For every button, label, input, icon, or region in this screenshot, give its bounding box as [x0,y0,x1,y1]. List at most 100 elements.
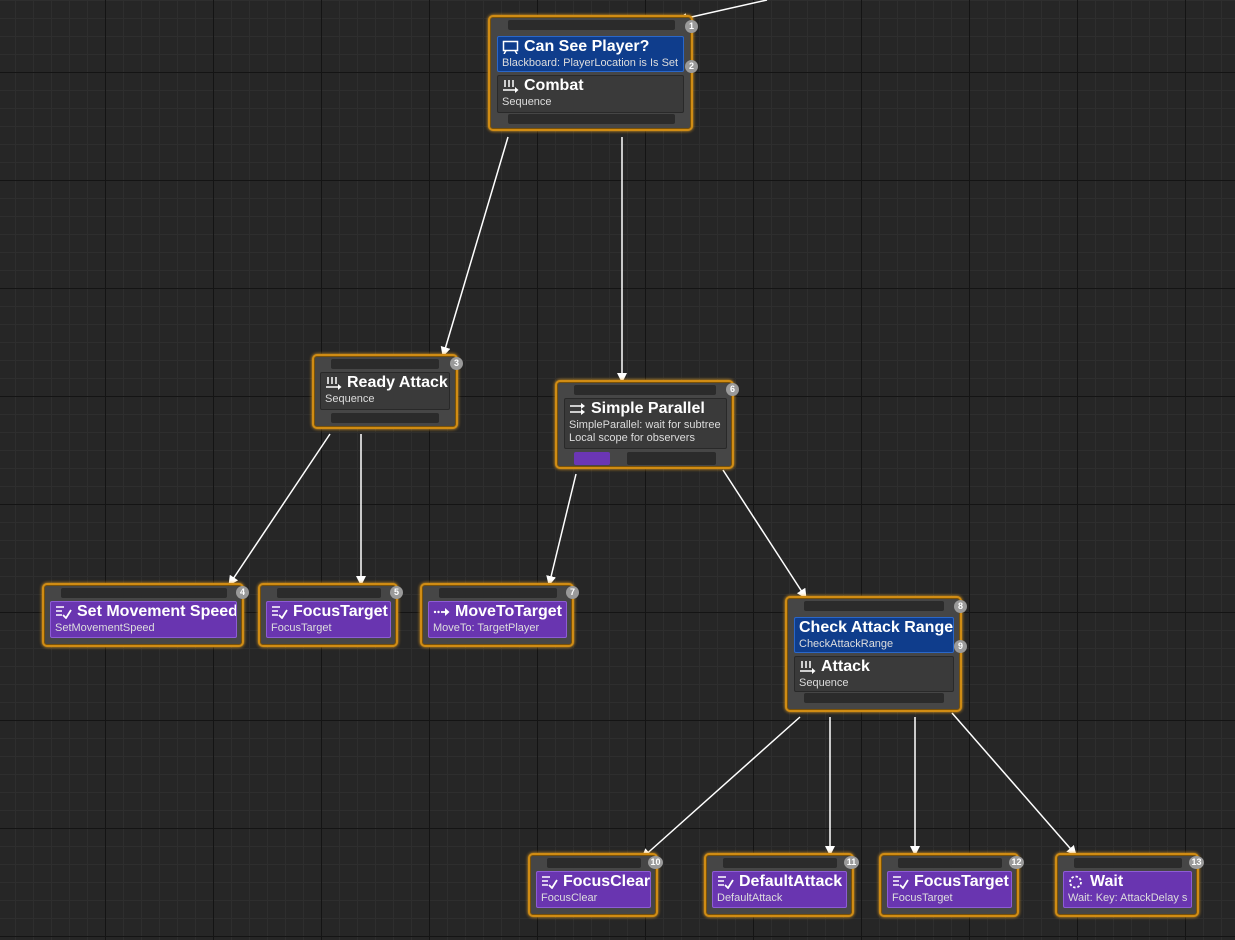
can-see-player-decorator[interactable]: Can See Player? Blackboard: PlayerLocati… [497,36,684,72]
decorator-title: Can See Player? [524,38,650,55]
node-description: SetMovementSpeed [55,622,155,634]
execution-order-badge: 10 [648,856,663,869]
input-pin[interactable] [331,359,439,369]
input-pin[interactable] [1074,858,1182,868]
edge-combat-ready-attack [440,136,509,357]
input-pin[interactable] [723,858,837,868]
ready-attack-sequence[interactable]: Ready Attack Sequence [320,372,450,410]
task-icon [272,606,288,619]
output-pin[interactable] [331,413,439,423]
node-type: Sequence [325,393,375,405]
combat-sequence[interactable]: Combat Sequence [497,75,684,113]
simple-parallel-composite[interactable]: Simple Parallel SimpleParallel: wait for… [564,398,727,449]
attack-node[interactable]: Check Attack Range CheckAttackRange Atta… [785,596,967,712]
output-pin[interactable] [804,693,944,703]
execution-order-badge: 8 [954,600,967,613]
task-icon [542,876,558,889]
main-task-output-pin[interactable] [574,452,610,465]
task-icon [893,876,909,889]
move-to-target-task[interactable]: MoveToTarget MoveTo: TargetPlayer [428,601,567,638]
node-title: Simple Parallel [591,400,705,417]
combat-node[interactable]: Can See Player? Blackboard: PlayerLocati… [488,15,698,131]
move-to-icon [433,608,450,616]
execution-order-badge: 5 [390,586,403,599]
node-title: FocusTarget [914,873,1009,890]
decorator-description: Blackboard: PlayerLocation is Is Set [502,57,679,69]
execution-order-badge: 4 [236,586,249,599]
input-pin[interactable] [898,858,1002,868]
node-description-line2: Local scope for observers [569,432,695,444]
focus-target-task[interactable]: FocusTarget FocusTarget [887,871,1012,908]
execution-order-badge: 2 [685,60,698,73]
node-description: FocusClear [541,892,598,904]
wait-icon [1069,875,1082,889]
simple-parallel-node[interactable]: Simple Parallel SimpleParallel: wait for… [555,380,739,469]
sequence-icon [326,377,342,390]
execution-order-badge: 13 [1189,856,1204,869]
execution-order-badge: 9 [954,640,967,653]
focus-clear-task[interactable]: FocusClear FocusClear [536,871,651,908]
edge-parallel-attack [722,469,807,599]
execution-order-badge: 11 [844,856,859,869]
node-title: Attack [821,658,870,675]
node-title: FocusTarget [293,603,388,620]
node-title: FocusClear [563,873,651,890]
focus-target-node[interactable]: FocusTarget FocusTarget 5 [258,583,403,647]
input-pin[interactable] [508,20,675,30]
node-type: Sequence [799,677,849,689]
sequence-icon [503,80,519,93]
wait-node[interactable]: Wait Wait: Key: AttackDelay s 13 [1055,853,1204,917]
blackboard-icon [502,40,519,54]
node-title: Ready Attack [347,374,448,391]
task-icon [56,606,72,619]
background-output-pin[interactable] [627,452,716,465]
move-to-target-node[interactable]: MoveToTarget MoveTo: TargetPlayer 7 [420,583,579,647]
parallel-icon [570,403,585,415]
edge-ready-set-speed [228,433,331,586]
check-attack-range-decorator[interactable]: Check Attack Range CheckAttackRange [794,617,954,653]
edge-attack-wait [951,712,1077,856]
input-pin[interactable] [804,601,944,611]
node-description: FocusTarget [271,622,332,634]
node-title: MoveToTarget [455,603,562,620]
input-pin[interactable] [277,588,381,598]
set-movement-speed-task[interactable]: Set Movement Speed SetMovementSpeed [50,601,237,638]
edge-attack-focus-clear [641,716,801,859]
node-type: Sequence [502,96,552,108]
node-description: FocusTarget [892,892,953,904]
execution-order-badge: 7 [566,586,579,599]
ready-attack-node[interactable]: Ready Attack Sequence 3 [312,354,463,429]
node-title: Wait [1090,873,1124,890]
attack-sequence[interactable]: Attack Sequence [794,656,954,692]
input-pin[interactable] [61,588,227,598]
task-icon [718,876,734,889]
node-description: MoveTo: TargetPlayer [433,622,540,634]
output-pin[interactable] [508,114,675,124]
execution-order-badge: 6 [726,383,739,396]
default-attack-task[interactable]: DefaultAttack DefaultAttack [712,871,847,908]
node-title: Set Movement Speed [77,603,237,620]
edge-parallel-move-to [546,473,577,586]
focus-target-task[interactable]: FocusTarget FocusTarget [266,601,391,638]
default-attack-node[interactable]: DefaultAttack DefaultAttack 11 [704,853,859,917]
edge-root-combat [677,0,768,23]
execution-order-badge: 12 [1009,856,1024,869]
execution-order-badge: 3 [450,357,463,370]
set-movement-speed-node[interactable]: Set Movement Speed SetMovementSpeed 4 [42,583,249,647]
decorator-title: Check Attack Range [799,619,954,636]
decorator-description: CheckAttackRange [799,638,894,650]
node-title: Combat [524,77,584,94]
node-description: SimpleParallel: wait for subtree [569,419,721,431]
input-pin[interactable] [574,385,716,395]
focus-clear-node[interactable]: FocusClear FocusClear 10 [528,853,663,917]
node-description: DefaultAttack [717,892,783,904]
node-description: Wait: Key: AttackDelay s [1068,892,1188,904]
execution-order-badge: 1 [685,20,698,33]
wait-task[interactable]: Wait Wait: Key: AttackDelay s [1063,871,1192,908]
focus-target-node[interactable]: FocusTarget FocusTarget 12 [879,853,1024,917]
sequence-icon [800,661,816,674]
input-pin[interactable] [547,858,641,868]
node-title: DefaultAttack [739,873,843,890]
input-pin[interactable] [439,588,557,598]
